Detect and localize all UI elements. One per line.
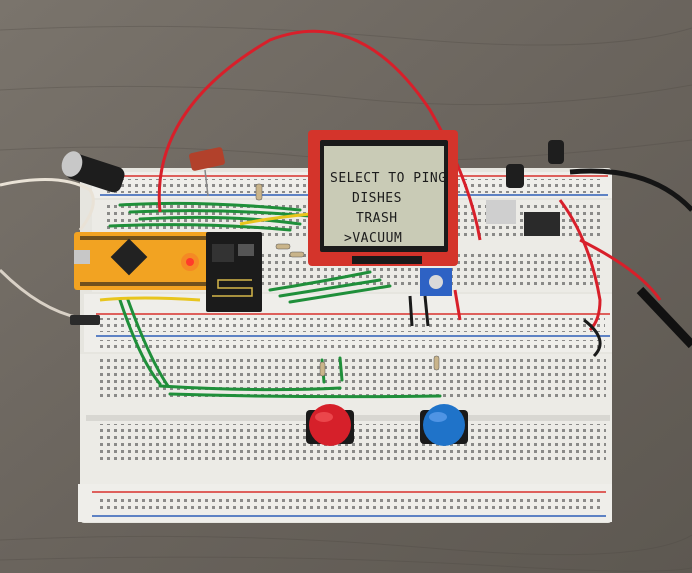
wifi-module-icon bbox=[206, 232, 262, 312]
lcd-line-2: DISHES bbox=[352, 191, 402, 206]
cable-plug bbox=[70, 315, 100, 325]
red-push-button bbox=[306, 404, 354, 446]
film-capacitor bbox=[189, 147, 225, 171]
power-cable bbox=[636, 286, 692, 349]
red-jumper-wire bbox=[579, 238, 662, 301]
lcd-module: SELECT TO PING DISHES TRASH >VACUUM bbox=[308, 130, 458, 266]
power-cable bbox=[569, 168, 692, 212]
yellow-jumper-wire bbox=[239, 212, 311, 226]
power-led bbox=[186, 258, 194, 266]
lcd-line-4: >VACUUM bbox=[344, 231, 402, 246]
electrolytic-capacitor-icon bbox=[61, 151, 125, 193]
potentiometer bbox=[420, 268, 452, 296]
voltage-regulator-tab bbox=[486, 200, 516, 224]
lcd-screen bbox=[324, 146, 444, 246]
lcd-line-3: TRASH bbox=[356, 211, 398, 226]
black-jumper-wire bbox=[408, 295, 430, 327]
red-jumper-wire bbox=[558, 199, 602, 332]
red-jumper-wire bbox=[453, 289, 462, 321]
usb-cable bbox=[0, 178, 95, 231]
lcd-line-1: SELECT TO PING bbox=[330, 171, 447, 186]
microcontroller-board bbox=[74, 232, 222, 290]
voltage-regulator bbox=[524, 212, 560, 236]
blue-push-button bbox=[420, 404, 468, 446]
usb-port bbox=[74, 250, 90, 264]
black-jumper-wire bbox=[583, 318, 602, 358]
electrolytic-capacitor-icon bbox=[506, 164, 524, 188]
resistor bbox=[255, 183, 440, 377]
yellow-jumper-wire bbox=[99, 296, 201, 302]
electrolytic-capacitor-icon bbox=[548, 140, 564, 164]
mcu-chip bbox=[110, 238, 148, 276]
